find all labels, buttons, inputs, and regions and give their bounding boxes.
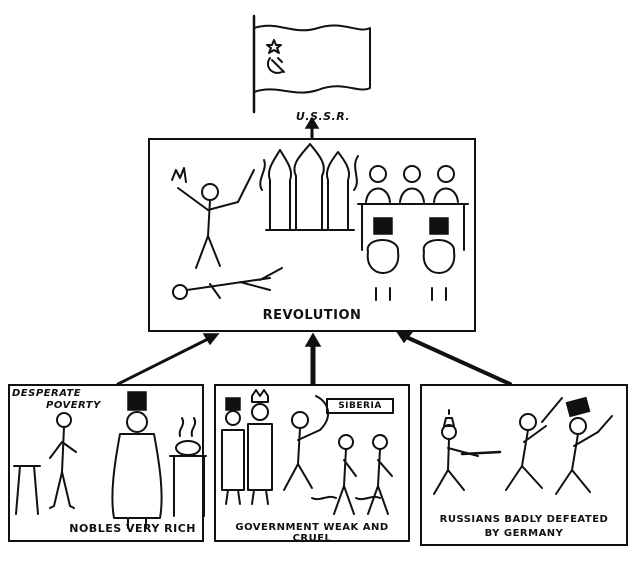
fallen-noble	[172, 267, 283, 300]
stool	[13, 465, 41, 515]
arrow-to-flag-head	[304, 116, 320, 129]
poverty-label-1: DESPERATE	[12, 388, 82, 399]
defeat-caption-line2: BY GERMANY	[484, 528, 564, 539]
siberia-sign: SIBERIA	[326, 398, 394, 414]
panel-defeat: RUSSIANS BADLY DEFEATED BY GERMANY	[420, 384, 628, 546]
fleeing-russians	[505, 396, 613, 495]
seated-council	[357, 165, 469, 251]
rich-noble	[111, 391, 163, 529]
arrow-left-head	[202, 333, 220, 346]
arrow-right	[402, 334, 512, 386]
panel-nobles: DESPERATE POVERTY NOBLES VERY RICH	[8, 384, 207, 542]
defeat-caption-line1: RUSSIANS BADLY DEFEATED	[439, 514, 609, 525]
revolutionary-figure	[171, 167, 255, 269]
poverty-label-2: POVERTY	[46, 400, 101, 411]
flame-icon	[171, 167, 187, 183]
arrow-middle-head	[304, 332, 322, 347]
government-caption: GOVERNMENT WEAK AND CRUEL	[235, 522, 389, 544]
hammer-sickle-icon	[266, 57, 285, 74]
whipping-soldier	[283, 395, 330, 491]
poor-peasant	[49, 412, 77, 509]
siberia-sign-text: SIBERIA	[338, 401, 382, 411]
prisoners-chained	[311, 434, 393, 515]
nobles-caption: NOBLES VERY RICH	[69, 522, 196, 535]
flag-label: U.S.S.R.	[295, 110, 351, 123]
guards	[221, 389, 273, 505]
feast-table	[169, 417, 207, 517]
german-soldier	[433, 409, 502, 495]
star-icon	[266, 39, 282, 54]
revolution-caption: REVOLUTION	[262, 308, 362, 323]
burning-church	[259, 143, 359, 231]
prisoners	[366, 217, 456, 301]
arrow-left	[116, 336, 212, 386]
panel-government: SIBERIA GOVERNMENT WEAK AND CRUEL	[214, 384, 410, 544]
revolution-panel: REVOLUTION	[148, 138, 476, 332]
ussr-flag: U.S.S.R.	[248, 14, 378, 124]
